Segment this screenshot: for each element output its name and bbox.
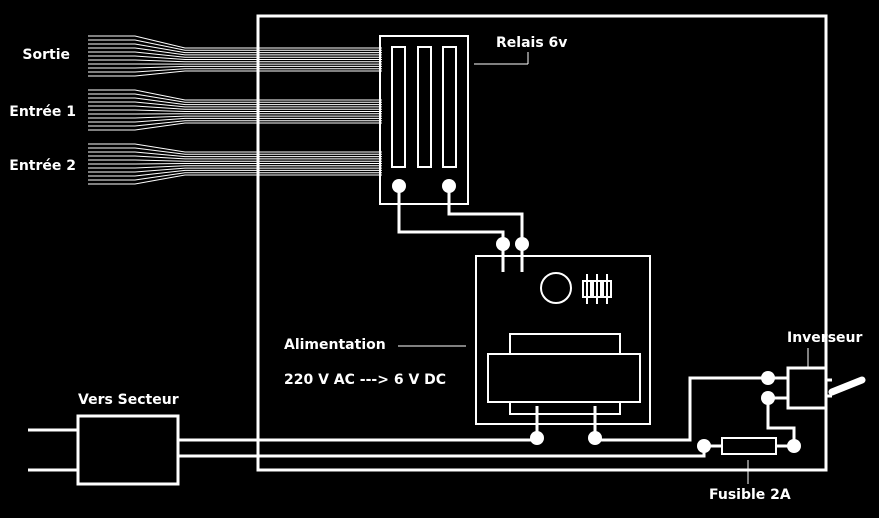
ribbon-wire — [88, 115, 382, 119]
inverter-switch — [786, 348, 866, 410]
ribbon-wire — [88, 47, 382, 56]
ribbon-wire — [88, 143, 382, 153]
power-supply-board — [398, 255, 651, 445]
ribbon-wire — [88, 122, 382, 131]
ribbon-wire — [88, 55, 382, 60]
ribbon-wire — [88, 101, 382, 108]
ribbon-wire — [88, 120, 382, 127]
transformer — [487, 333, 641, 415]
ribbon-wire — [88, 159, 382, 162]
fuse — [721, 437, 777, 455]
ribbon-wire — [88, 163, 382, 165]
ribbon-wire — [88, 147, 382, 155]
ribbon-wire — [88, 165, 382, 169]
ribbon-wire — [88, 35, 382, 49]
label-inverseur: Inverseur — [787, 330, 862, 346]
relay-component — [379, 35, 529, 205]
ribbon-wire — [88, 167, 382, 173]
ribbon-wire — [88, 93, 382, 103]
ribbon-wire — [88, 169, 382, 177]
ribbon-wire — [88, 97, 382, 106]
mains-wiring — [178, 371, 801, 484]
ribbon-wire — [88, 65, 382, 69]
label-relais: Relais 6v — [496, 35, 567, 51]
ribbon-wire — [88, 109, 382, 112]
ribbon-wire — [88, 174, 382, 185]
ribbon-wire — [88, 70, 382, 77]
capacitor — [540, 272, 572, 304]
label-vers-secteur: Vers Secteur — [78, 392, 179, 408]
ribbon-wire — [88, 39, 382, 51]
label-entree-1: Entrée 1 — [9, 104, 76, 120]
ribbon-wire — [88, 68, 382, 73]
ribbon-wire — [88, 151, 382, 158]
ribbon-wire — [88, 172, 382, 181]
ribbon-wire — [88, 89, 382, 101]
ribbon-cables — [88, 35, 382, 185]
resistors — [582, 274, 612, 304]
label-sortie: Sortie — [22, 47, 70, 63]
ribbon-wire — [88, 117, 382, 123]
ribbon-wire — [88, 105, 382, 110]
label-alimentation: Alimentation — [284, 337, 386, 353]
ribbon-wire — [88, 43, 382, 54]
label-conversion: 220 V AC ---> 6 V DC — [284, 372, 446, 388]
ribbon-wire — [88, 59, 382, 63]
ribbon-wire — [88, 51, 382, 58]
relay-wires — [397, 186, 529, 272]
label-fusible: Fusible 2A — [709, 487, 791, 503]
mains-plug — [28, 414, 180, 486]
ribbon-wire — [88, 155, 382, 160]
label-entree-2: Entrée 2 — [9, 158, 76, 174]
enclosure-box — [256, 14, 828, 472]
